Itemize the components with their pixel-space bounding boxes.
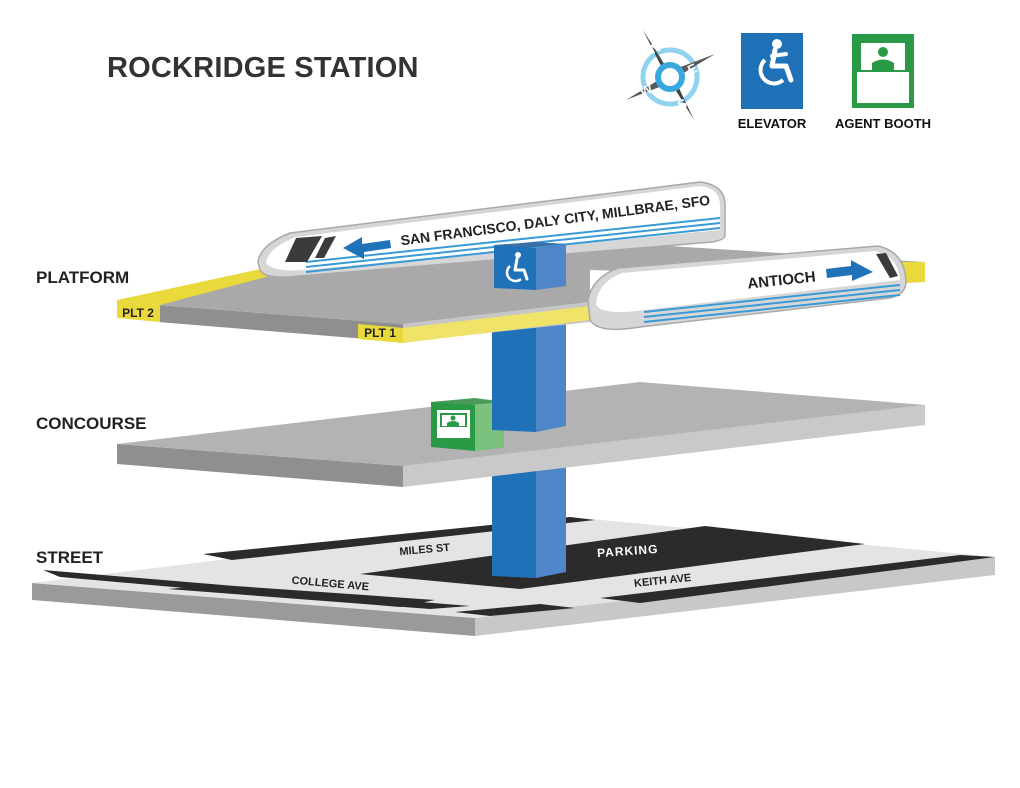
elevator-icon bbox=[741, 33, 803, 109]
legend-label-elevator: ELEVATOR bbox=[737, 116, 807, 131]
level-label-platform: PLATFORM bbox=[36, 268, 130, 287]
elevator-shaft-lower bbox=[492, 462, 566, 578]
train-westbound bbox=[257, 181, 726, 278]
compass-icon: N E S W bbox=[626, 30, 715, 120]
agent-booth-icon bbox=[852, 34, 914, 108]
train-eastbound bbox=[587, 245, 907, 331]
parking-label: PARKING bbox=[597, 542, 659, 560]
elevator-cab bbox=[494, 242, 566, 290]
agent-booth bbox=[431, 398, 504, 451]
platform-label-plt1: PLT 1 bbox=[364, 326, 396, 340]
level-label-concourse: CONCOURSE bbox=[36, 414, 147, 433]
level-label-street: STREET bbox=[36, 548, 104, 567]
platform-label-plt2: PLT 2 bbox=[122, 306, 154, 320]
street-label-keith: KEITH AVE bbox=[633, 572, 691, 590]
legend-label-agent-booth: AGENT BOOTH bbox=[834, 116, 932, 131]
page-title: ROCKRIDGE STATION bbox=[107, 52, 419, 84]
elevator-shaft-upper bbox=[492, 320, 566, 432]
street-label-miles: MILES ST bbox=[399, 542, 451, 558]
